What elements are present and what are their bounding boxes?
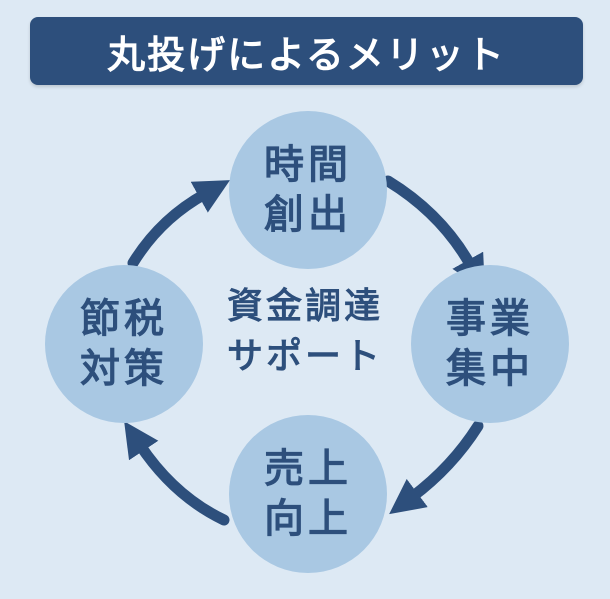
center-line2: サポート <box>226 336 383 377</box>
node-left-line2: 対策 <box>80 346 168 392</box>
center-label: 資金調達 サポート <box>205 282 405 382</box>
diagram-title: 丸投げによるメリット <box>107 32 506 77</box>
node-left-line1: 節税 <box>80 296 168 342</box>
node-top-line1: 時間 <box>264 142 352 188</box>
node-top-line2: 創出 <box>264 192 352 238</box>
node-bottom-line1: 売上 <box>264 446 352 492</box>
arrow-top-to-right <box>382 175 485 291</box>
node-right-line1: 事業 <box>446 296 534 342</box>
arrow-bottom-to-left <box>124 421 230 526</box>
node-tax-saving: 節税 対策 <box>45 265 203 423</box>
arrow-right-to-bottom <box>389 420 484 515</box>
node-right-line2: 集中 <box>446 346 534 392</box>
node-time-creation: 時間 創出 <box>229 111 387 269</box>
node-sales-growth: 売上 向上 <box>229 415 387 573</box>
node-bottom-line2: 向上 <box>264 496 352 542</box>
center-line1: 資金調達 <box>226 286 383 327</box>
title-bar: 丸投げによるメリット <box>30 17 583 85</box>
arrow-left-to-top <box>127 180 230 269</box>
node-business-focus: 事業 集中 <box>411 265 569 423</box>
